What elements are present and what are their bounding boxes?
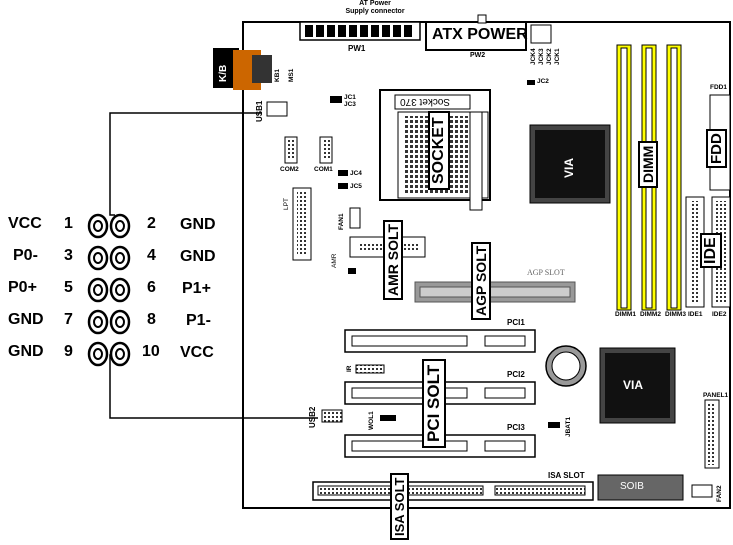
ide-label: IDE [700,233,722,268]
pin7-number: 7 [64,311,73,328]
jc1-label: JC1 [344,94,356,101]
amr-label: AMR [331,253,338,268]
ide2-label: IDE2 [712,311,727,318]
pw2-label: PW2 [470,52,486,59]
dimm-label: DIMM [638,140,658,188]
pin6-number: 6 [147,279,156,296]
pci2-label: PCI2 [507,370,525,379]
fdd-label: FDD [706,129,727,168]
jck4-label: JCK4 [530,48,537,65]
pin3-signal: P0- [13,247,38,264]
ir-label: IR [346,365,353,373]
usb1-label: USB1 [255,100,264,122]
isa-slot-label: ISA SLOT [548,471,585,480]
pin4-signal: GND [180,248,216,265]
ms1-label: MS1 [288,68,295,82]
fdd1-label: FDD1 [710,84,727,91]
at-power-header: AT Power Supply connector [345,0,405,16]
fan2-label: FAN2 [716,485,723,502]
pin1-number: 1 [64,215,73,232]
pin4-number: 4 [147,247,156,264]
jck3-label: JCK3 [538,48,545,65]
com2-label: COM2 [280,166,299,173]
wol1-label: WOL1 [368,411,375,430]
fan1-label: FAN1 [338,213,345,230]
jc3-label: JC3 [344,101,356,108]
jc4-label: JC4 [350,170,362,177]
pin3-number: 3 [64,247,73,264]
socket-label: SOCKET [428,111,450,190]
jck2-label: JCK2 [546,48,553,65]
agp-solt-label: AGP SOLT [471,241,491,320]
jck1-label: JCK1 [554,48,561,65]
pci3-label: PCI3 [507,423,525,432]
pin7-signal: GND [8,311,44,328]
pci1-label: PCI1 [507,318,525,327]
lpt-label: LPT [283,198,290,210]
via-chip2-label: VIA [623,378,644,392]
atx-power-label: ATX POWER [432,26,528,43]
kb1-label: KB1 [274,68,281,82]
amr-solt-label: AMR SOLT [383,219,403,300]
dimm1-label: DIMM1 [615,311,636,318]
dimm3-label: DIMM3 [665,311,686,318]
panel1-label: PANEL1 [703,392,729,399]
agp-slot-label: AGP SLOT [527,268,565,277]
isa-solt-label: ISA SOLT [390,473,409,540]
sio-chip-label: SOIB [620,481,644,492]
pin9-signal: GND [8,343,44,360]
usb2-label: USB2 [308,406,317,428]
via-chip-label: VIA [562,157,576,178]
pin10-signal: VCC [180,344,214,361]
pin5-number: 5 [64,279,73,296]
kb-label: K/B [218,64,229,82]
pin1-signal: VCC [8,215,42,232]
pin9-number: 9 [64,343,73,360]
pin8-number: 8 [147,311,156,328]
com1-label: COM1 [314,166,333,173]
pin8-signal: P1- [186,312,211,329]
ide1-label: IDE1 [688,311,703,318]
jbat1-label: JBAT1 [565,416,572,437]
at-power-subtitle: Supply connector [345,8,405,15]
jc5-label: JC5 [350,183,362,190]
at-power-title: AT Power [359,0,391,7]
jc2-label: JC2 [537,78,549,85]
socket370-label: Socket 370 [400,96,451,107]
pin2-signal: GND [180,216,216,233]
pci-solt-label: PCI SOLT [422,358,446,448]
pin6-signal: P1+ [182,280,211,297]
pin10-number: 10 [142,343,160,360]
pin5-signal: P0+ [8,279,37,296]
dimm2-label: DIMM2 [640,311,661,318]
pw1-label: PW1 [348,44,366,53]
pin2-number: 2 [147,215,156,232]
